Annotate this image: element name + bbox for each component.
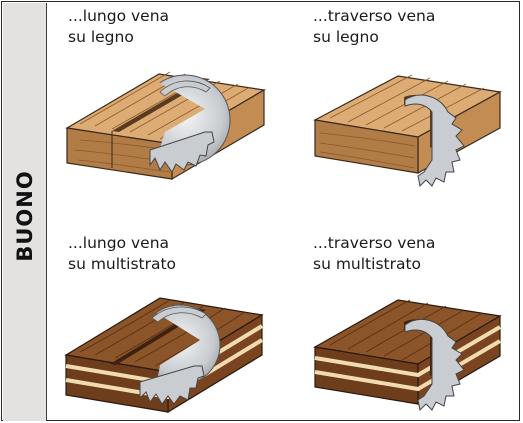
caption-line: ...lungo vena: [68, 7, 170, 25]
plywood-across-grain-illustration: [313, 299, 502, 412]
caption-line: su legno: [313, 28, 379, 46]
wood-end-face: [314, 119, 419, 174]
caption-wood-along-grain: ...lungo vena su legno: [68, 6, 169, 48]
plywood-along-grain-illustration: [64, 297, 264, 414]
caption-plywood-along-grain: ...lungo vena su multistrato: [68, 233, 176, 275]
caption-line: ...lungo vena: [68, 234, 170, 252]
caption-line: su multistrato: [313, 255, 422, 273]
caption-line: su multistrato: [68, 255, 177, 273]
caption-plywood-across-grain: ...traverso vena su multistrato: [313, 233, 435, 275]
caption-line: ...traverso vena: [313, 234, 436, 252]
wood-along-grain-illustration: [65, 71, 266, 181]
caption-line: ...traverso vena: [313, 7, 436, 25]
rating-sidebar: BUONO: [3, 3, 47, 421]
saw-blade-icon: [404, 318, 465, 412]
caption-line: su legno: [68, 28, 134, 46]
saw-blade-icon: [404, 94, 465, 188]
caption-wood-across-grain: ...traverso vena su legno: [313, 6, 435, 48]
wood-across-grain-illustration: [313, 74, 502, 188]
